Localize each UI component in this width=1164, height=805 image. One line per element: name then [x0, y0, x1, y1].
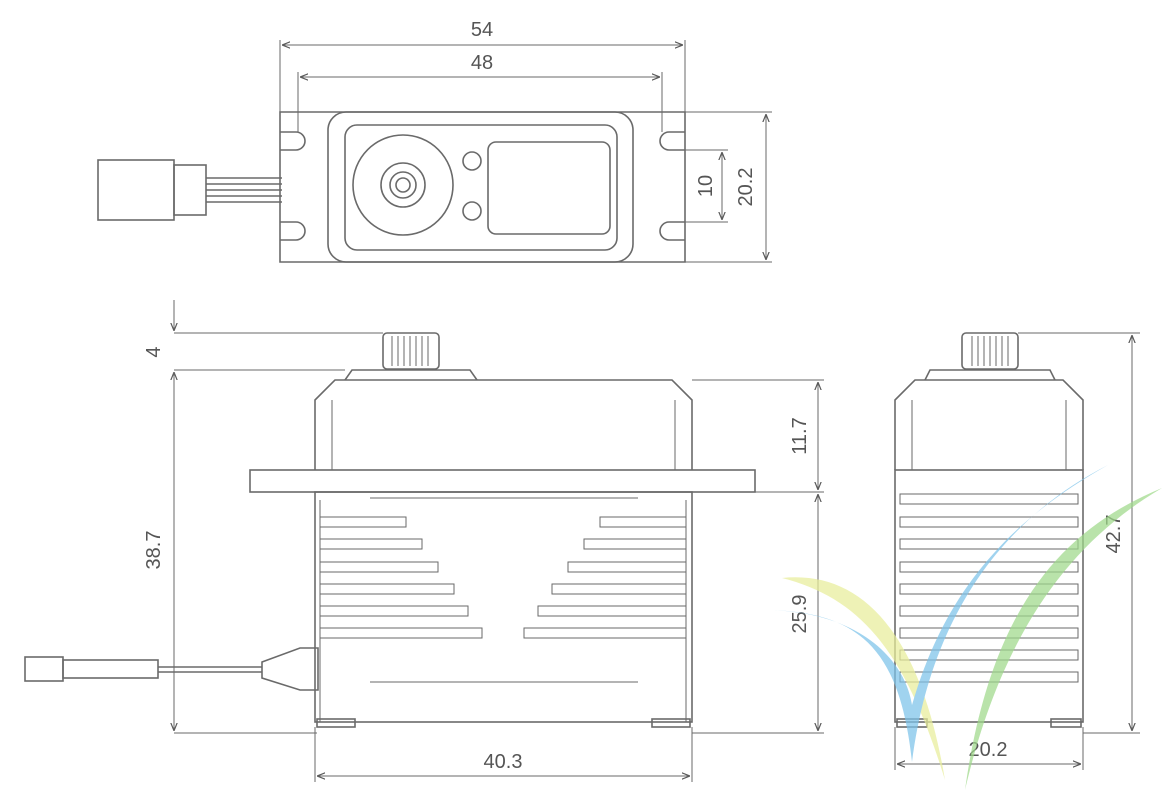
- servo-top-view: 54 48 10 20.2: [97, 19, 772, 263]
- servo-wires: [206, 177, 282, 203]
- servo-side-view: 42.7 20.2: [894, 332, 1140, 770]
- label-38-7: 38.7: [143, 531, 165, 570]
- dim-top-hole-slot: 10: [669, 149, 728, 223]
- mounting-slots: [280, 131, 685, 241]
- label-25-9: 25.9: [789, 595, 811, 634]
- lower-case: [314, 491, 693, 723]
- label-11-7: 11.7: [789, 417, 811, 454]
- upper-case: [314, 379, 693, 470]
- dim-side-total-height: 42.7: [1018, 332, 1140, 734]
- label-40-3: 40.3: [484, 751, 523, 773]
- front-cable: [24, 647, 319, 691]
- spline-teeth: [391, 336, 429, 366]
- dim-front-upper-case: 11.7: [692, 379, 824, 493]
- label-20-2-side: 20.2: [969, 739, 1008, 761]
- dim-front-body-height: 38.7: [143, 373, 317, 734]
- output-spline-front: [382, 332, 440, 370]
- output-spline-center: [395, 177, 411, 193]
- dim-side-depth: 20.2: [894, 727, 1084, 770]
- cooling-fins-right: [523, 516, 687, 639]
- case-screw-upper: [462, 151, 482, 171]
- dim-front-lower-case: 25.9: [692, 495, 824, 734]
- foot-right: [651, 718, 691, 728]
- mounting-flange: [279, 111, 686, 263]
- dim-front-spline-height: 4: [143, 300, 383, 400]
- side-upper-case: [894, 379, 1084, 470]
- label-10: 10: [695, 175, 717, 197]
- foot-left: [316, 718, 356, 728]
- label-48: 48: [471, 52, 493, 74]
- side-lower-case: [894, 469, 1084, 723]
- label-4: 4: [143, 346, 165, 357]
- case-inner-top: [344, 124, 618, 251]
- dim-top-depth: 20.2: [685, 111, 772, 263]
- front-flange: [249, 469, 756, 493]
- dim-front-case-width: 40.3: [314, 727, 693, 782]
- label-20-2-top: 20.2: [735, 168, 757, 207]
- case-screw-lower: [462, 201, 482, 221]
- output-spline-outer: [380, 162, 426, 208]
- brand-wing-logo: [768, 465, 1162, 790]
- label-window: [487, 141, 611, 235]
- output-gear-ring: [352, 134, 454, 236]
- output-spline-side: [961, 332, 1019, 370]
- case-columns: [319, 500, 687, 722]
- connector-housing: [173, 164, 207, 216]
- label-54: 54: [471, 19, 493, 41]
- dim-top-hole-spacing: 48: [297, 52, 663, 132]
- dim-top-overall-width: 54: [279, 19, 686, 112]
- side-foot-right: [1050, 718, 1082, 728]
- case-body-top: [327, 111, 634, 263]
- connector-plug: [97, 159, 175, 221]
- servo-front-view: 4 38.7 11.7 25.9 40.3: [24, 300, 824, 782]
- cooling-fins-left: [319, 516, 483, 639]
- top-cap-step: [344, 369, 478, 381]
- output-spline-inner: [389, 171, 417, 199]
